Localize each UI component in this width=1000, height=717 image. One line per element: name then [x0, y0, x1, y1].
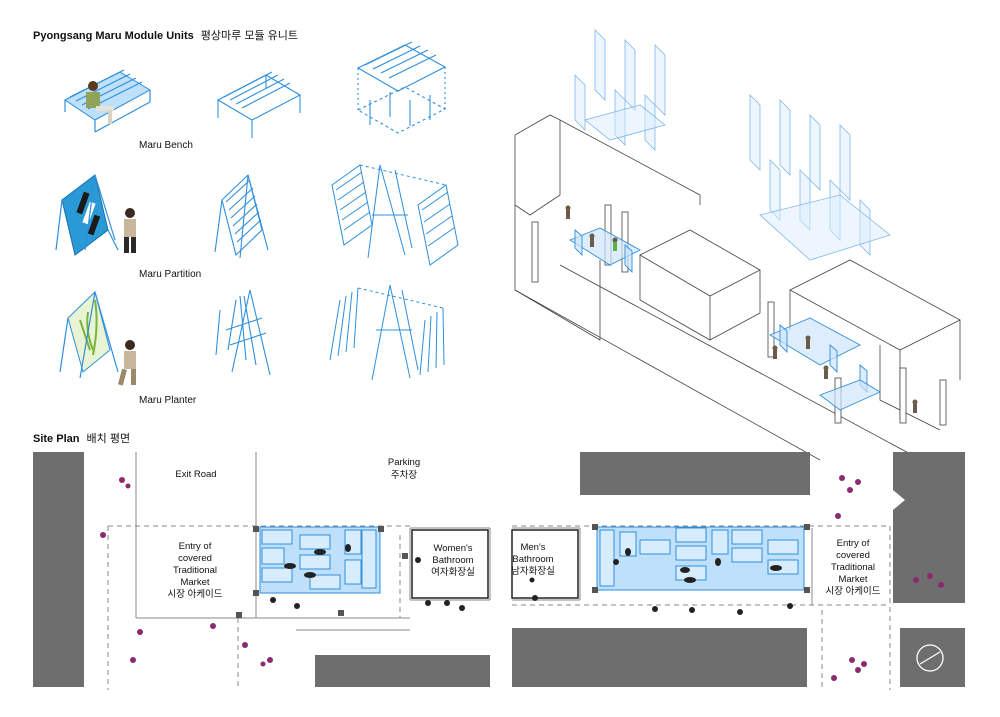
bench-assembled: [64, 69, 152, 133]
label-entry-right: Entry of covered Traditional Market 시장 아…: [818, 538, 888, 598]
entry-right-line-3: Traditional: [830, 562, 875, 573]
entry-right-line-4: Market: [838, 574, 868, 585]
partition-frame: [214, 173, 269, 259]
module-drawings: [55, 41, 459, 386]
label-entry-left: Entry of covered Traditional Market 시장 아…: [160, 541, 230, 601]
planter-exploded: [329, 284, 445, 381]
site-plan-title-ko: 배치 평면: [86, 433, 131, 445]
label-parking: Parking: [387, 457, 421, 468]
entry-left-line-3: Traditional: [172, 565, 217, 576]
partition-assembled: [55, 174, 136, 256]
mens-line-2: Bathroom: [512, 554, 554, 565]
womens-ko: 여자화장실: [431, 567, 475, 578]
entry-right-ko: 시장 아케이드: [825, 586, 881, 597]
entry-right-line-2: covered: [836, 550, 870, 561]
label-mens-bathroom: Men's Bathroom 남자화장실: [510, 542, 556, 578]
axonometric-view: [514, 29, 961, 471]
womens-line-2: Bathroom: [432, 555, 474, 566]
site-plan-title: Site Plan 배치 평면: [33, 430, 130, 446]
site-plan-left: [33, 452, 491, 690]
caption-maru-bench: Maru Bench: [139, 140, 193, 151]
caption-maru-partition: Maru Partition: [139, 269, 202, 280]
caption-maru-planter: Maru Planter: [139, 395, 197, 406]
partition-exploded: [331, 164, 459, 266]
entry-left-line-2: covered: [178, 553, 212, 564]
entry-left-line-1: Entry of: [178, 541, 212, 552]
planter-assembled: [59, 291, 136, 386]
entry-right-line-1: Entry of: [836, 538, 870, 549]
bench-exploded: [356, 41, 447, 134]
label-exit-road: Exit Road: [175, 469, 217, 480]
entry-left-ko: 시장 아케이드: [167, 589, 223, 600]
modules-title: Pyongsang Maru Module Units 평상마루 모듈 유니트: [33, 27, 298, 43]
label-womens-bathroom: Women's Bathroom 여자화장실: [422, 543, 484, 579]
planter-frame: [215, 289, 271, 376]
label-parking-ko: 주차장: [390, 470, 418, 481]
mens-line-1: Men's: [520, 542, 546, 553]
bench-frame: [216, 71, 302, 138]
modules-title-ko: 평상마루 모듈 유니트: [200, 30, 298, 42]
modules-title-en: Pyongsang Maru Module Units: [33, 30, 194, 42]
mens-ko: 남자화장실: [511, 566, 555, 577]
site-plan-title-en: Site Plan: [33, 433, 80, 445]
womens-line-1: Women's: [433, 543, 473, 554]
site-plan-right: [511, 452, 965, 690]
entry-left-line-4: Market: [180, 577, 210, 588]
